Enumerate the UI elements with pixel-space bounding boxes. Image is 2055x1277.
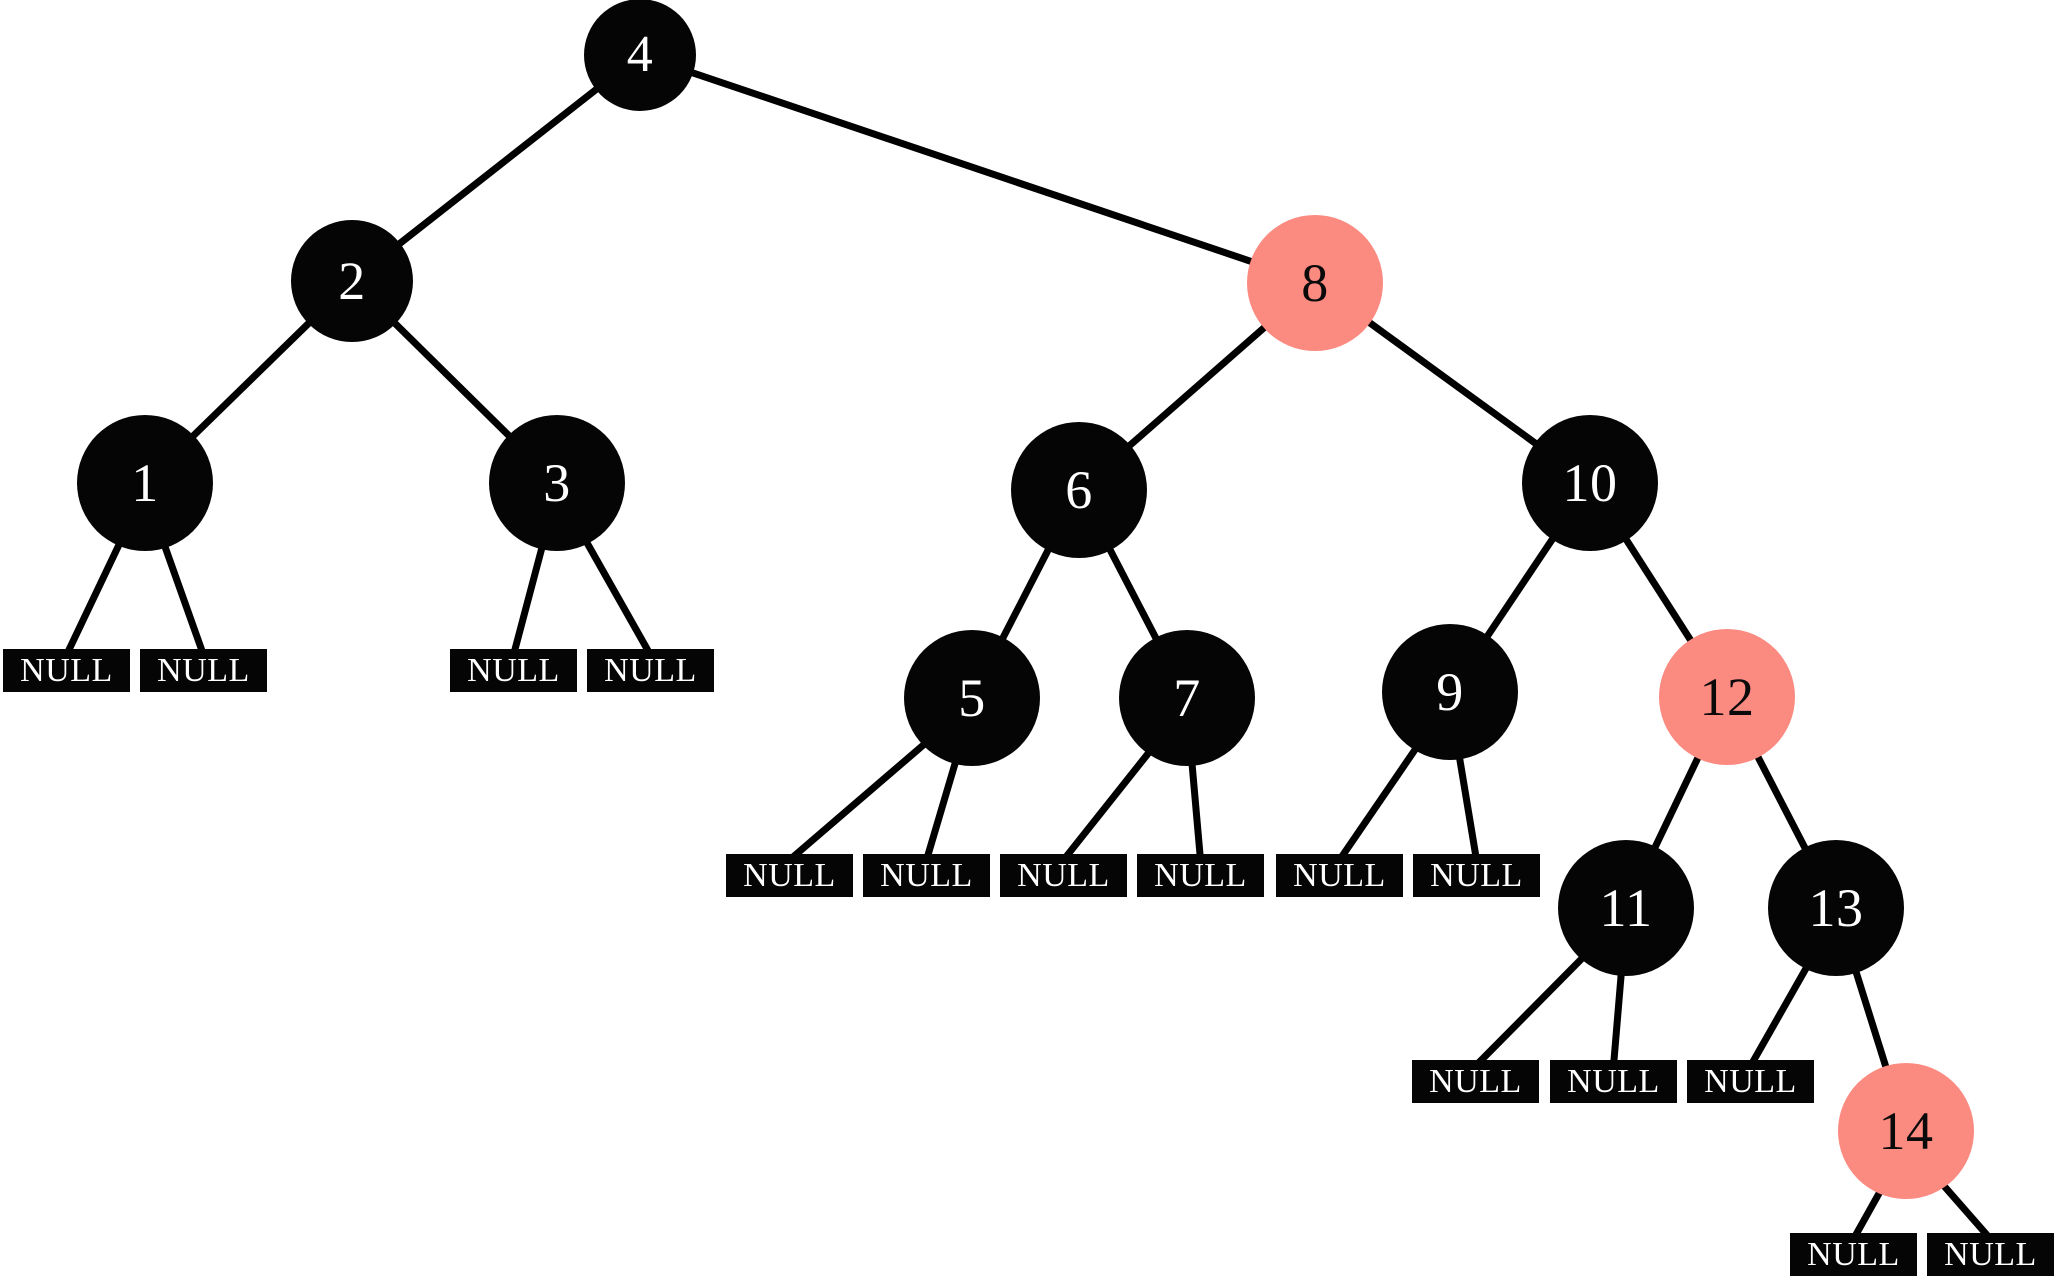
- tree-edge: [1336, 744, 1420, 862]
- tree-node-14[interactable]: 14: [1838, 1063, 1974, 1199]
- tree-edge: [582, 538, 654, 657]
- tree-node-10[interactable]: 10: [1522, 415, 1658, 551]
- tree-node-6[interactable]: 6: [1011, 422, 1147, 558]
- nil-leaf: NULL: [1927, 1233, 2054, 1276]
- tree-edge: [160, 542, 207, 657]
- tree-node-label: 11: [1599, 878, 1653, 938]
- nil-leaf: NULL: [1790, 1233, 1917, 1276]
- tree-edge: [1753, 752, 1810, 853]
- tree-node-11[interactable]: 11: [1558, 840, 1694, 976]
- tree-node-label: 6: [1065, 460, 1093, 520]
- tree-edge: [1473, 953, 1587, 1069]
- tree-node-12[interactable]: 12: [1659, 629, 1795, 765]
- tree-edge: [1650, 753, 1703, 852]
- tree-edge: [1939, 1181, 1994, 1242]
- nil-leaf: NULL: [863, 854, 990, 897]
- nil-leaf: NULL: [1412, 1060, 1539, 1103]
- nil-leaf: NULL: [3, 649, 130, 692]
- tree-edge: [1060, 748, 1154, 863]
- tree-node-label: 1: [131, 453, 159, 513]
- tree-edge: [390, 318, 514, 441]
- tree-node-4[interactable]: 4: [584, 0, 696, 111]
- tree-node-label: 8: [1301, 253, 1329, 313]
- tree-node-1[interactable]: 1: [77, 415, 213, 551]
- tree-node-label: 4: [626, 26, 654, 83]
- tree-edge: [1455, 754, 1480, 861]
- nil-leaf: NULL: [1000, 854, 1127, 897]
- tree-edge: [1124, 322, 1270, 451]
- tree-node-label: 10: [1562, 453, 1618, 513]
- tree-edge: [63, 540, 124, 657]
- tree-edge: [1850, 1188, 1885, 1241]
- tree-edge: [787, 739, 929, 863]
- nil-leaf: NULL: [1687, 1060, 1814, 1103]
- tree-node-label: 13: [1808, 878, 1864, 938]
- nil-leaf: NULL: [140, 649, 267, 692]
- tree-node-8[interactable]: 8: [1247, 215, 1383, 351]
- nil-leaf: NULL: [1550, 1060, 1677, 1103]
- tree-edge: [188, 318, 314, 441]
- tree-edge: [1482, 534, 1558, 641]
- tree-edge: [923, 759, 960, 861]
- tree-node-13[interactable]: 13: [1768, 840, 1904, 976]
- nil-leaf: NULL: [1413, 854, 1540, 897]
- tree-edge: [394, 84, 602, 249]
- tree-edge: [1610, 971, 1625, 1067]
- tree-node-2[interactable]: 2: [291, 220, 413, 342]
- nil-leaf: NULL: [726, 854, 853, 897]
- tree-node-label: 14: [1878, 1101, 1934, 1161]
- tree-edge: [688, 68, 1256, 266]
- tree-node-label: 9: [1436, 662, 1464, 722]
- tree-node-label: 7: [1173, 668, 1201, 728]
- tree-edge: [1105, 545, 1161, 643]
- nil-leaf: NULL: [1137, 854, 1264, 897]
- tree-node-7[interactable]: 7: [1119, 630, 1255, 766]
- tree-node-label: 5: [958, 668, 986, 728]
- tree-edge: [1188, 761, 1204, 861]
- tree-edge: [1621, 535, 1696, 645]
- tree-edge: [510, 544, 546, 656]
- tree-edge: [1747, 963, 1811, 1068]
- tree-edge: [1851, 968, 1891, 1071]
- nil-leaf: NULL: [450, 649, 577, 692]
- tree-node-label: 2: [338, 251, 366, 311]
- tree-edge: [1364, 317, 1541, 449]
- tree-edge: [998, 545, 1053, 643]
- nil-leaf: NULL: [587, 649, 714, 692]
- tree-node-9[interactable]: 9: [1382, 624, 1518, 760]
- tree-node-3[interactable]: 3: [489, 415, 625, 551]
- tree-node-label: 3: [543, 453, 571, 513]
- tree-node-label: 12: [1699, 667, 1755, 727]
- tree-node-5[interactable]: 5: [904, 630, 1040, 766]
- nil-leaf: NULL: [1276, 854, 1403, 897]
